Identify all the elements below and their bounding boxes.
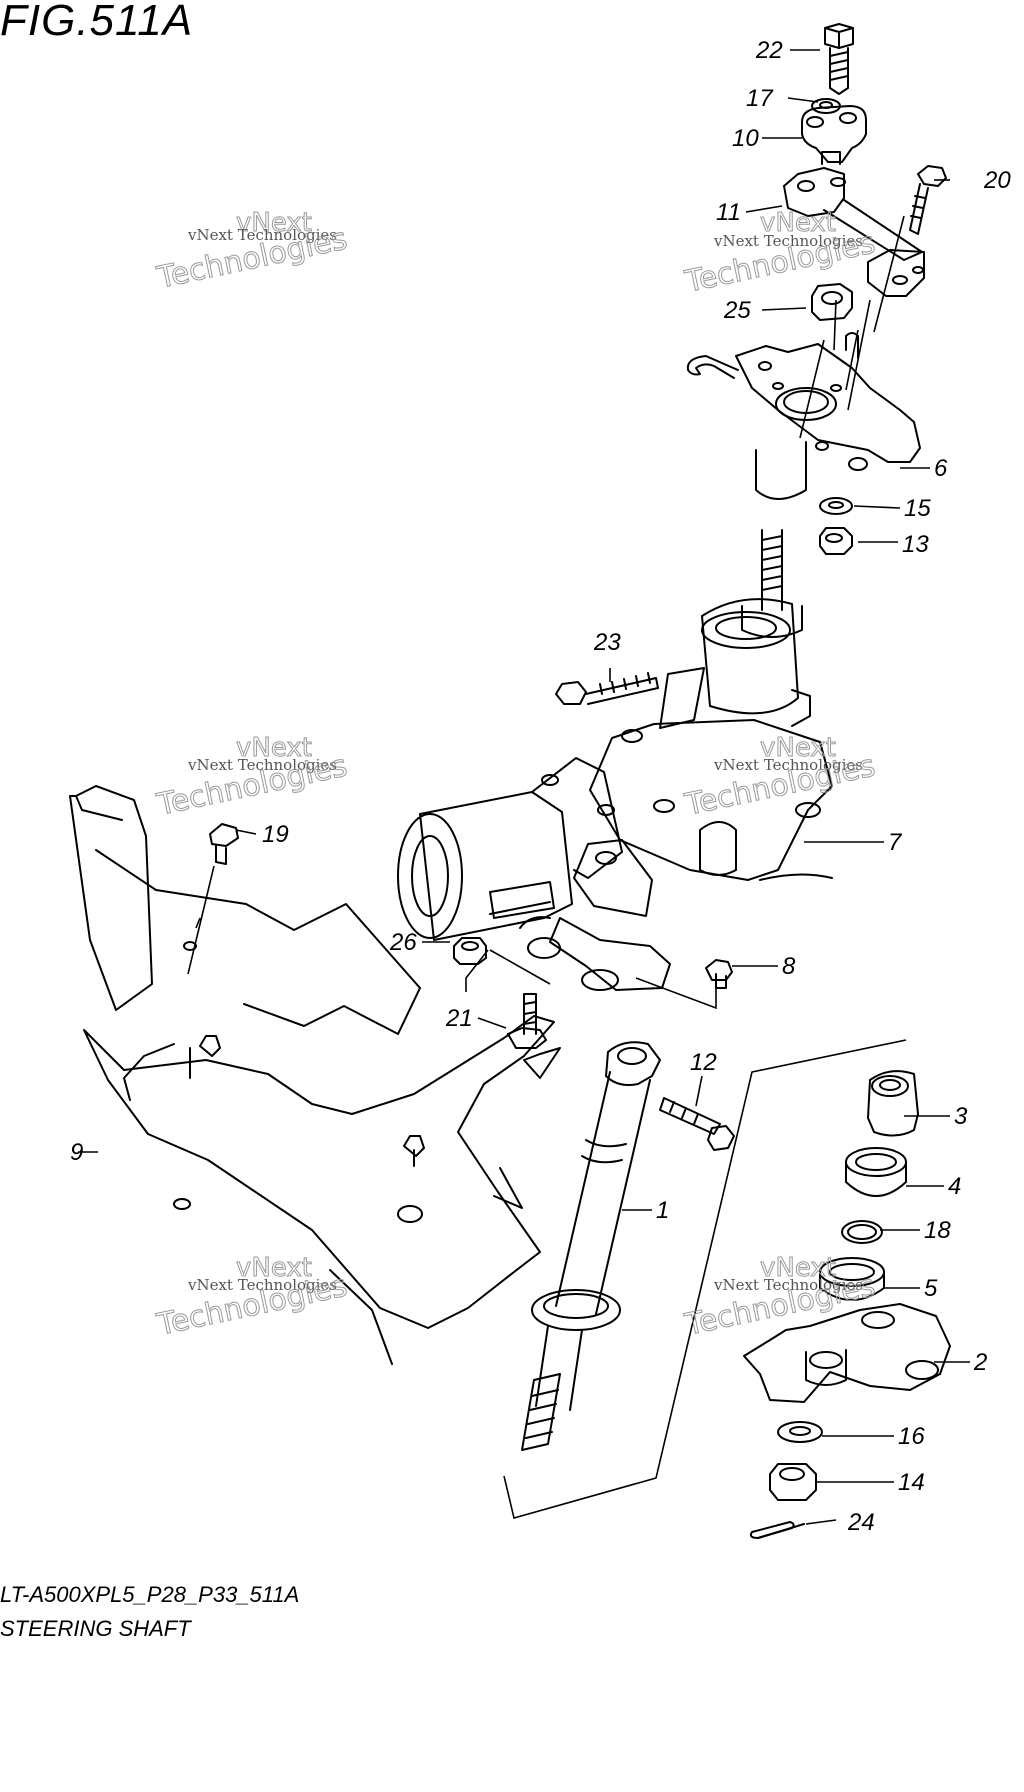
callout-8[interactable]: 8 — [782, 953, 796, 980]
part-20-bolt[interactable] — [909, 165, 947, 235]
part-18-o-ring[interactable] — [841, 1220, 883, 1244]
watermark-line2: vNext Technologies — [713, 232, 863, 250]
callout-26[interactable]: 26 — [389, 929, 417, 956]
model-code: LT-A500XPL5_P28_P33_511A — [0, 1582, 300, 1607]
callout-19[interactable]: 19 — [262, 821, 289, 848]
part-11-clamp-bracket[interactable] — [783, 167, 925, 297]
callout-2[interactable]: 2 — [973, 1349, 987, 1376]
callout-16[interactable]: 16 — [898, 1423, 925, 1450]
watermark-line2: vNext Technologies — [713, 756, 863, 774]
watermark-line1: vNext — [236, 733, 312, 763]
part-power-steering-motor — [397, 757, 623, 941]
part-3-bushing[interactable] — [867, 1070, 919, 1137]
part-22-bolt[interactable] — [824, 23, 854, 95]
part-26-nut[interactable] — [453, 937, 487, 965]
part-12-bolt[interactable] — [659, 1097, 735, 1151]
watermark-line1: vNext — [236, 1253, 312, 1283]
part-16-washer[interactable] — [777, 1421, 823, 1443]
section-name: STEERING SHAFT — [0, 1616, 191, 1641]
part-14-nut[interactable] — [769, 1463, 817, 1501]
watermark-line2: vNext Technologies — [713, 1276, 863, 1294]
part-7-power-steering-unit[interactable] — [519, 598, 833, 991]
part-4-seal[interactable] — [845, 1147, 907, 1197]
callout-25[interactable]: 25 — [723, 297, 751, 324]
callout-13[interactable]: 13 — [902, 531, 929, 558]
callout-17[interactable]: 17 — [746, 85, 774, 112]
callout-20[interactable]: 20 — [983, 167, 1011, 194]
callout-9[interactable]: 9 — [70, 1139, 83, 1166]
part-1-steering-shaft[interactable] — [521, 1041, 661, 1451]
part-6-steering-plate[interactable] — [686, 332, 921, 500]
callout-18[interactable]: 18 — [924, 1217, 951, 1244]
callout-1[interactable]: 1 — [656, 1197, 669, 1224]
callout-4[interactable]: 4 — [948, 1173, 961, 1200]
part-5-seal[interactable] — [819, 1257, 885, 1301]
callout-21[interactable]: 21 — [445, 1005, 473, 1032]
watermark-line2: vNext Technologies — [187, 226, 337, 244]
callout-22[interactable]: 22 — [755, 37, 783, 64]
part-21-bolt[interactable] — [507, 993, 547, 1049]
part-8-bolt[interactable] — [705, 959, 733, 989]
figure-title: FIG.511A — [0, 0, 194, 45]
watermark-line2: vNext Technologies — [187, 1276, 337, 1294]
callout-7[interactable]: 7 — [888, 829, 903, 856]
part-23-bolt[interactable] — [555, 672, 659, 705]
callout-3[interactable]: 3 — [954, 1103, 968, 1130]
callout-14[interactable]: 14 — [898, 1469, 925, 1496]
watermark-line1: vNext — [760, 733, 836, 763]
callout-labels: 22 17 10 11 20 25 6 15 13 23 19 7 26 8 2… — [70, 37, 1011, 1536]
watermark-line1: vNext — [760, 208, 836, 238]
part-15-washer[interactable] — [819, 497, 853, 515]
callout-5[interactable]: 5 — [924, 1275, 938, 1302]
part-25-nut[interactable] — [811, 283, 853, 321]
watermark-line1: vNext — [236, 208, 312, 238]
watermark-line2: vNext Technologies — [187, 756, 337, 774]
callout-11[interactable]: 11 — [716, 199, 741, 226]
callout-6[interactable]: 6 — [934, 455, 948, 482]
part-13-nut[interactable] — [819, 527, 853, 555]
assembly-guide-lines — [78, 49, 970, 1525]
part-2-pitman-arm[interactable] — [743, 1303, 951, 1403]
part-upper-shaft-spline — [741, 529, 803, 638]
part-10-clamp[interactable] — [801, 105, 867, 165]
watermark-line1: vNext — [760, 1253, 836, 1283]
callout-23[interactable]: 23 — [593, 629, 621, 656]
callout-12[interactable]: 12 — [690, 1049, 717, 1076]
part-19-clip[interactable] — [209, 823, 239, 865]
callout-24[interactable]: 24 — [847, 1509, 875, 1536]
callout-15[interactable]: 15 — [904, 495, 931, 522]
part-9-shield-cover[interactable] — [69, 785, 561, 1365]
part-24-cotter-pin[interactable] — [749, 1521, 805, 1539]
watermark: vNext vNext Technologies Technologies vN… — [153, 208, 879, 1344]
callout-10[interactable]: 10 — [732, 125, 759, 152]
